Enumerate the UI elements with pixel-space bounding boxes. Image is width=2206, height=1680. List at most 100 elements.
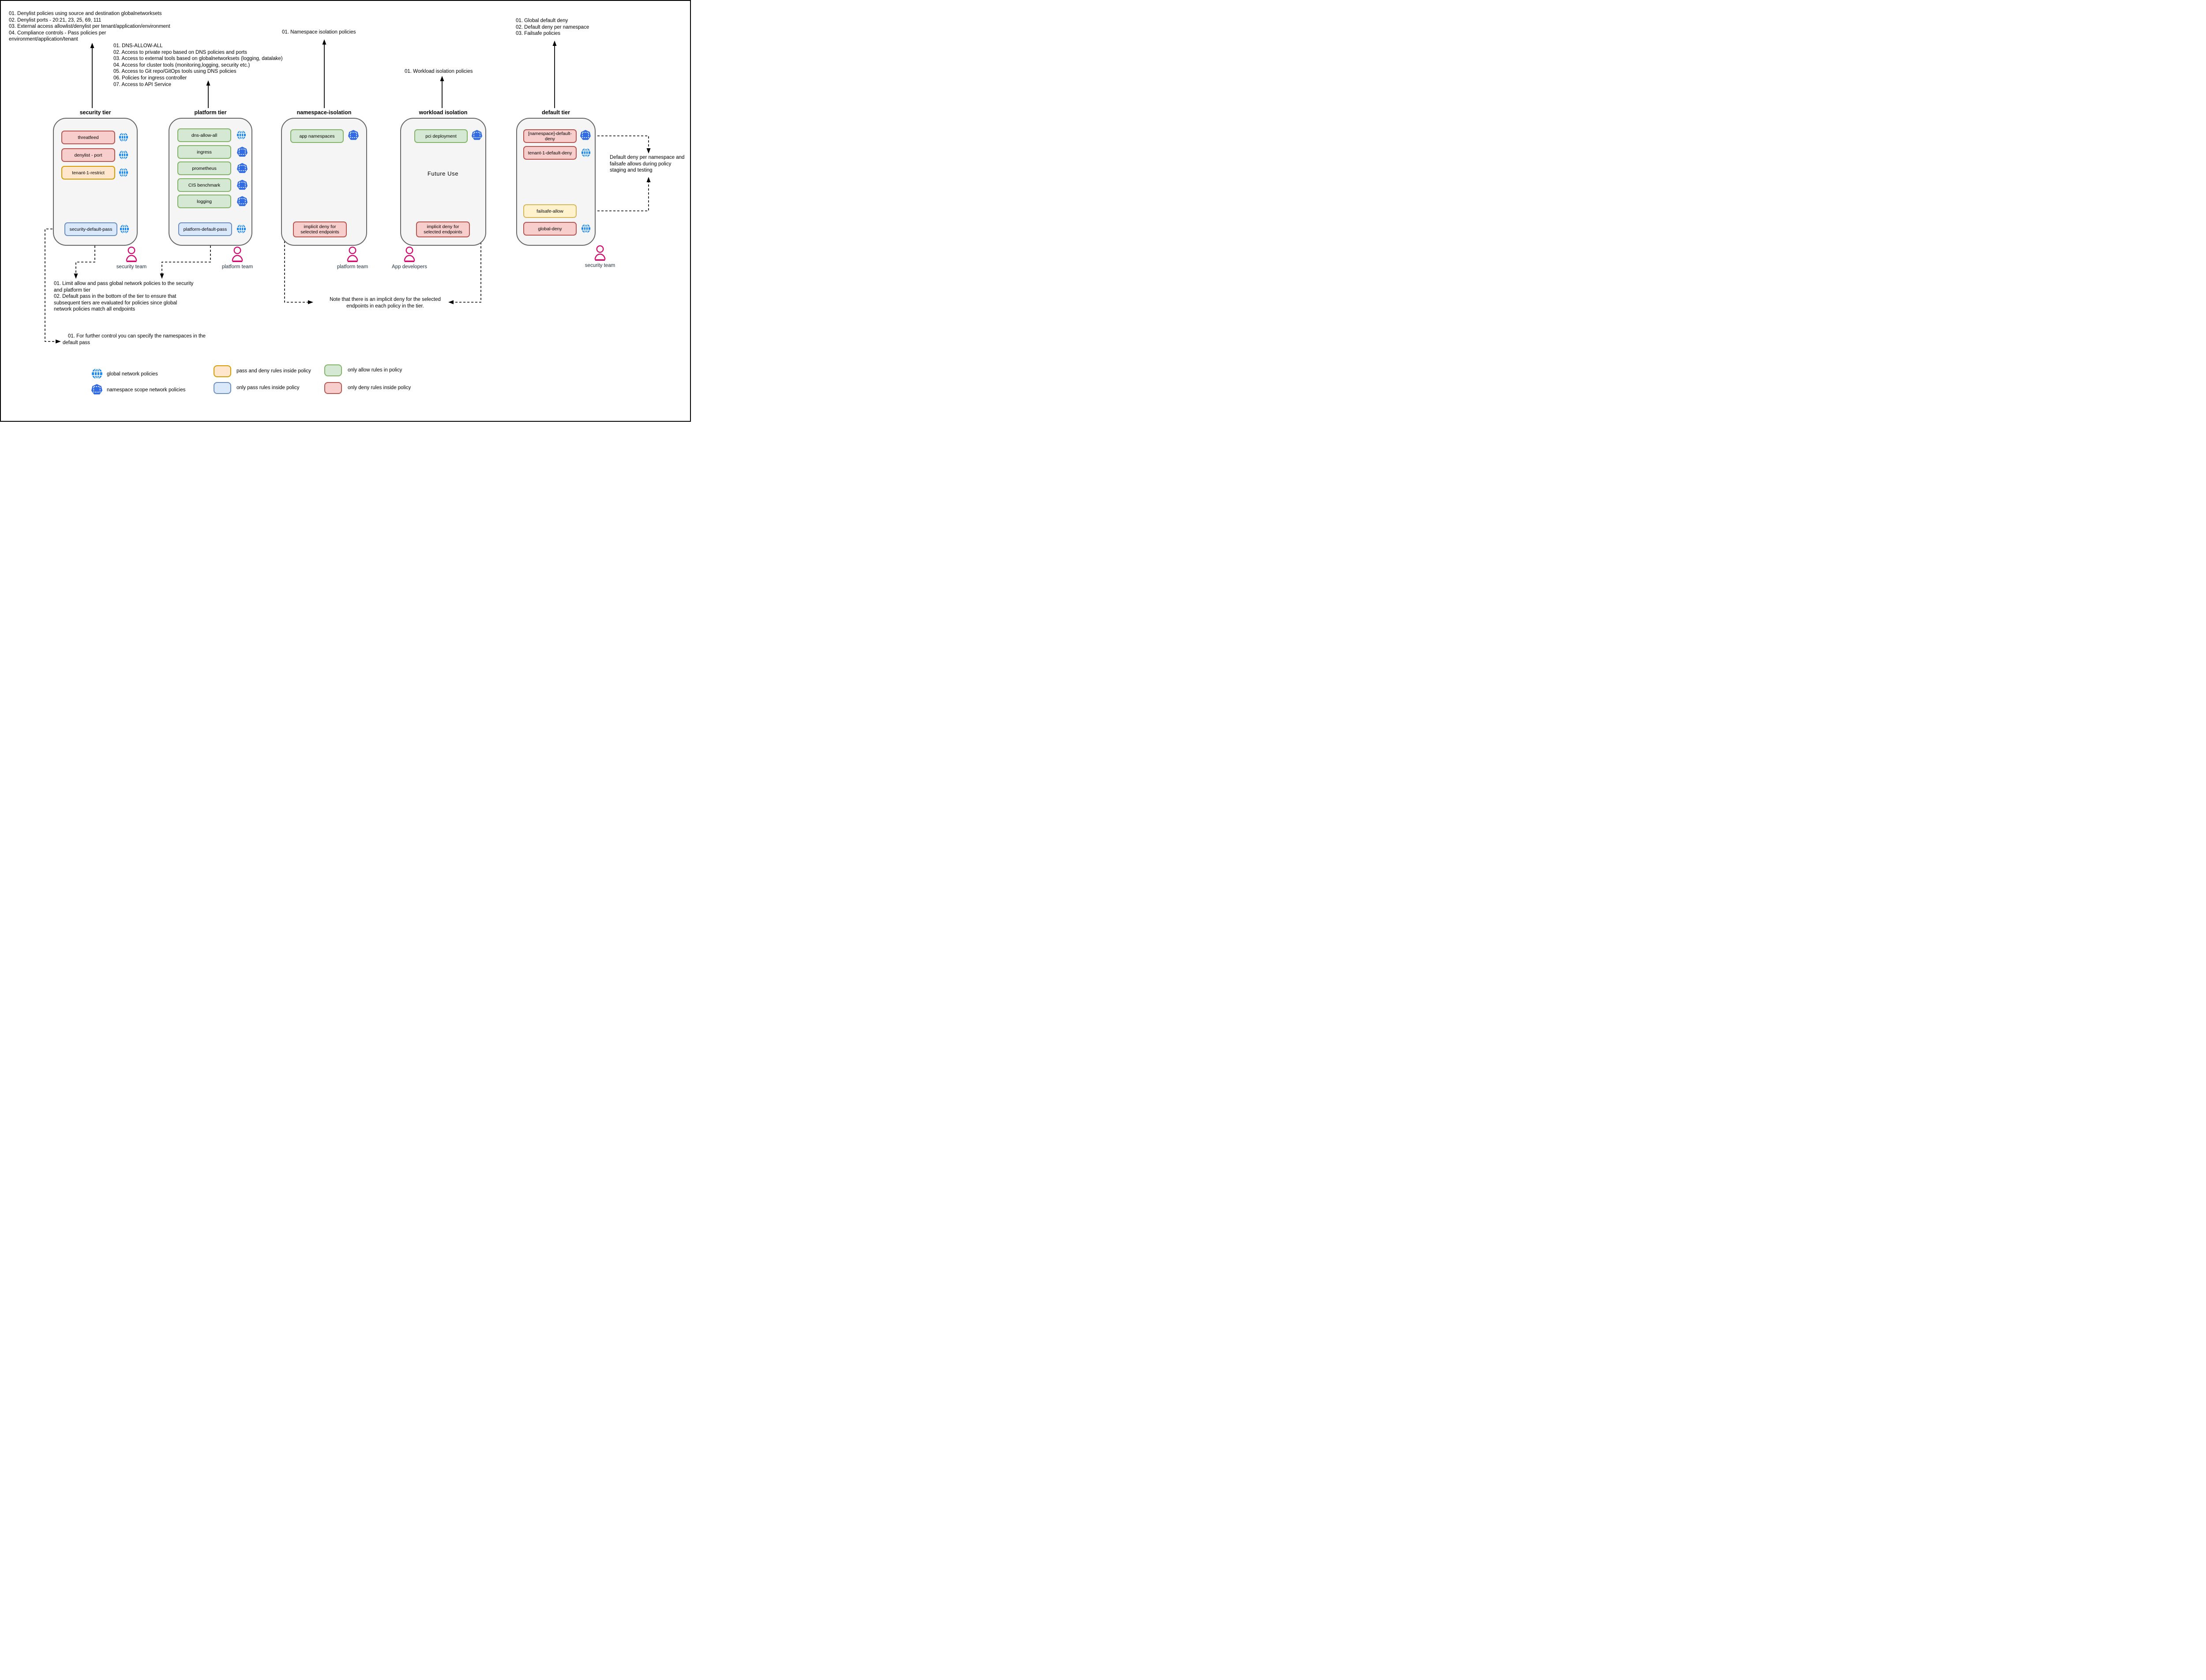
- legend-swatch-pass-deny: [214, 365, 231, 377]
- staging-note: Default deny per namespace and failsafe …: [610, 154, 684, 174]
- policy-tenant-1-default-deny: tenant-1-default-deny: [523, 146, 577, 160]
- policy-prometheus: prometheus: [177, 161, 231, 175]
- note-line: 04. Compliance controls - Pass policies …: [9, 30, 106, 36]
- globe-icon: [118, 168, 129, 180]
- globe-icon: [581, 148, 591, 160]
- note-line: 03. Access to external tools based on gl…: [113, 56, 283, 62]
- tier-title-platform: platform tier: [194, 109, 227, 116]
- legend-label-pass: only pass rules inside policy: [236, 385, 300, 390]
- future-use-label: Future Use: [427, 170, 459, 177]
- namespace-icon: [580, 130, 591, 142]
- namespace-icon: [236, 196, 248, 209]
- policy-failsafe-allow: failsafe-allow: [523, 204, 577, 218]
- policy-ingress: ingress: [177, 145, 231, 159]
- globe-icon: [119, 224, 130, 236]
- note-line: 01. For further control you can specify …: [68, 334, 206, 339]
- policy-platform-default-pass: platform-default-pass: [178, 222, 232, 236]
- note-line: default pass: [63, 340, 90, 345]
- arrowhead-down-icon: [74, 274, 78, 279]
- tier-title-namespace-isolation: namespace-isolation: [296, 109, 352, 116]
- namespace-icon: [348, 130, 359, 142]
- policy-cis-benchmark: CIS benchmark: [177, 178, 231, 192]
- note-line: 02. Default deny per namespace: [516, 24, 589, 30]
- note-line: 02. Access to private repo based on DNS …: [113, 49, 248, 55]
- team-label-platform-2: platform team: [337, 264, 368, 270]
- policy-pci-deployment: pci deployment: [414, 129, 468, 143]
- note-line: 02. Default pass in the bottom of the ti…: [54, 294, 176, 300]
- tier-guidance-note: 01. Limit allow and pass global network …: [54, 281, 193, 313]
- namespace-icon: [236, 180, 248, 192]
- workload-isolation-note: 01. Workload isolation policies: [405, 69, 473, 74]
- implicit-deny-note: Note that there is an implicit deny for …: [327, 296, 443, 309]
- arrowhead-left-icon: [448, 300, 454, 304]
- legend-label-namespace: namespace scope network policies: [107, 387, 186, 393]
- tier-title-security: security tier: [79, 109, 111, 116]
- policy-tenant-1-restrict: tenant-1-restrict: [61, 166, 115, 180]
- platform-tier-note: 01. DNS-ALLOW-ALL 02. Access to private …: [113, 43, 283, 88]
- note-line: and platform tier: [54, 287, 91, 293]
- namespace-icon: [471, 130, 483, 142]
- globe-icon: [236, 224, 247, 236]
- legend-swatch-allow: [324, 364, 342, 376]
- arrowhead-down-icon: [160, 274, 164, 279]
- team-label-security: security team: [116, 264, 147, 270]
- arrowhead-up-icon: [322, 39, 326, 45]
- person-icon: [403, 246, 416, 265]
- legend-swatch-pass: [214, 382, 231, 394]
- policy-logging: logging: [177, 195, 231, 208]
- note-line: 02. Denylist ports - 20:21, 23, 25, 69, …: [9, 17, 101, 23]
- note-line: 03. Failsafe policies: [516, 31, 560, 37]
- namespace-icon: [91, 384, 103, 397]
- note-line: 06. Policies for ingress controller: [113, 75, 187, 81]
- note-line: 01. Global default deny: [516, 18, 568, 23]
- policy-wl-implicit-deny: implicit deny for selected endpoints: [416, 221, 470, 237]
- arrowhead-up-icon: [440, 76, 444, 81]
- security-tier-note: 01. Denylist policies using source and d…: [9, 11, 170, 43]
- team-label-app-developers: App developers: [392, 264, 427, 270]
- legend-label-allow: only allow rules in policy: [348, 368, 402, 373]
- dash-platform-tier-to-guidance: [161, 246, 211, 274]
- default-pass-note: 01. For further control you can specify …: [63, 333, 206, 346]
- person-icon: [346, 246, 359, 265]
- note-line: 04. Access for cluster tools (monitoring…: [113, 62, 250, 68]
- tier-title-default: default tier: [542, 109, 570, 116]
- globe-icon: [118, 150, 129, 162]
- note-line: subsequent tiers are evaluated for polic…: [54, 300, 177, 306]
- policy-security-default-pass: security-default-pass: [64, 222, 117, 236]
- namespace-isolation-note: 01. Namespace isolation policies: [282, 30, 356, 35]
- arrowhead-right-icon: [56, 339, 61, 344]
- dash-security-tier-to-guidance: [75, 246, 95, 274]
- policy-global-deny: global-deny: [523, 222, 577, 236]
- legend-swatch-deny: [324, 382, 342, 394]
- policy-dns-allow-all: dns-allow-all: [177, 128, 231, 142]
- arrowhead-up-icon: [552, 41, 557, 46]
- policy-denylist-port: denylist - port: [61, 148, 115, 162]
- policy-ns-implicit-deny: implicit deny for selected endpoints: [293, 221, 347, 237]
- team-label-platform: platform team: [221, 264, 253, 270]
- note-line: 03. External access allowlist/denylist p…: [9, 24, 170, 30]
- legend-label-global: global network policies: [107, 371, 158, 377]
- note-line: endpoints in each policy in the tier.: [346, 303, 424, 309]
- diagram-canvas: 01. Denylist policies using source and d…: [0, 0, 691, 422]
- note-line: 01. DNS-ALLOW-ALL: [113, 43, 163, 49]
- person-icon: [593, 245, 607, 263]
- person-icon: [125, 246, 138, 265]
- tier-title-workload-isolation: workload isolation: [419, 109, 468, 116]
- namespace-icon: [236, 146, 248, 159]
- arrowhead-up-icon: [646, 177, 651, 182]
- globe-icon: [236, 130, 247, 142]
- arrowhead-right-icon: [308, 300, 313, 304]
- arrowhead-down-icon: [646, 148, 651, 154]
- policy-app-namespaces: app namespaces: [290, 129, 344, 143]
- legend-label-deny: only deny rules inside policy: [348, 385, 411, 390]
- globe-icon: [118, 132, 129, 144]
- policy-namespace-default-deny: [namespace]-default-deny: [523, 129, 577, 143]
- person-icon: [231, 246, 244, 265]
- team-label-security-2: security team: [585, 263, 615, 268]
- note-line: 01. Limit allow and pass global network …: [54, 281, 194, 286]
- note-line: 01. Denylist policies using source and d…: [9, 11, 162, 16]
- note-line: Default deny per namespace and: [610, 155, 685, 160]
- note-line: staging and testing: [610, 168, 653, 173]
- note-line: Note that there is an implicit deny for …: [330, 297, 441, 302]
- globe-icon: [91, 368, 103, 382]
